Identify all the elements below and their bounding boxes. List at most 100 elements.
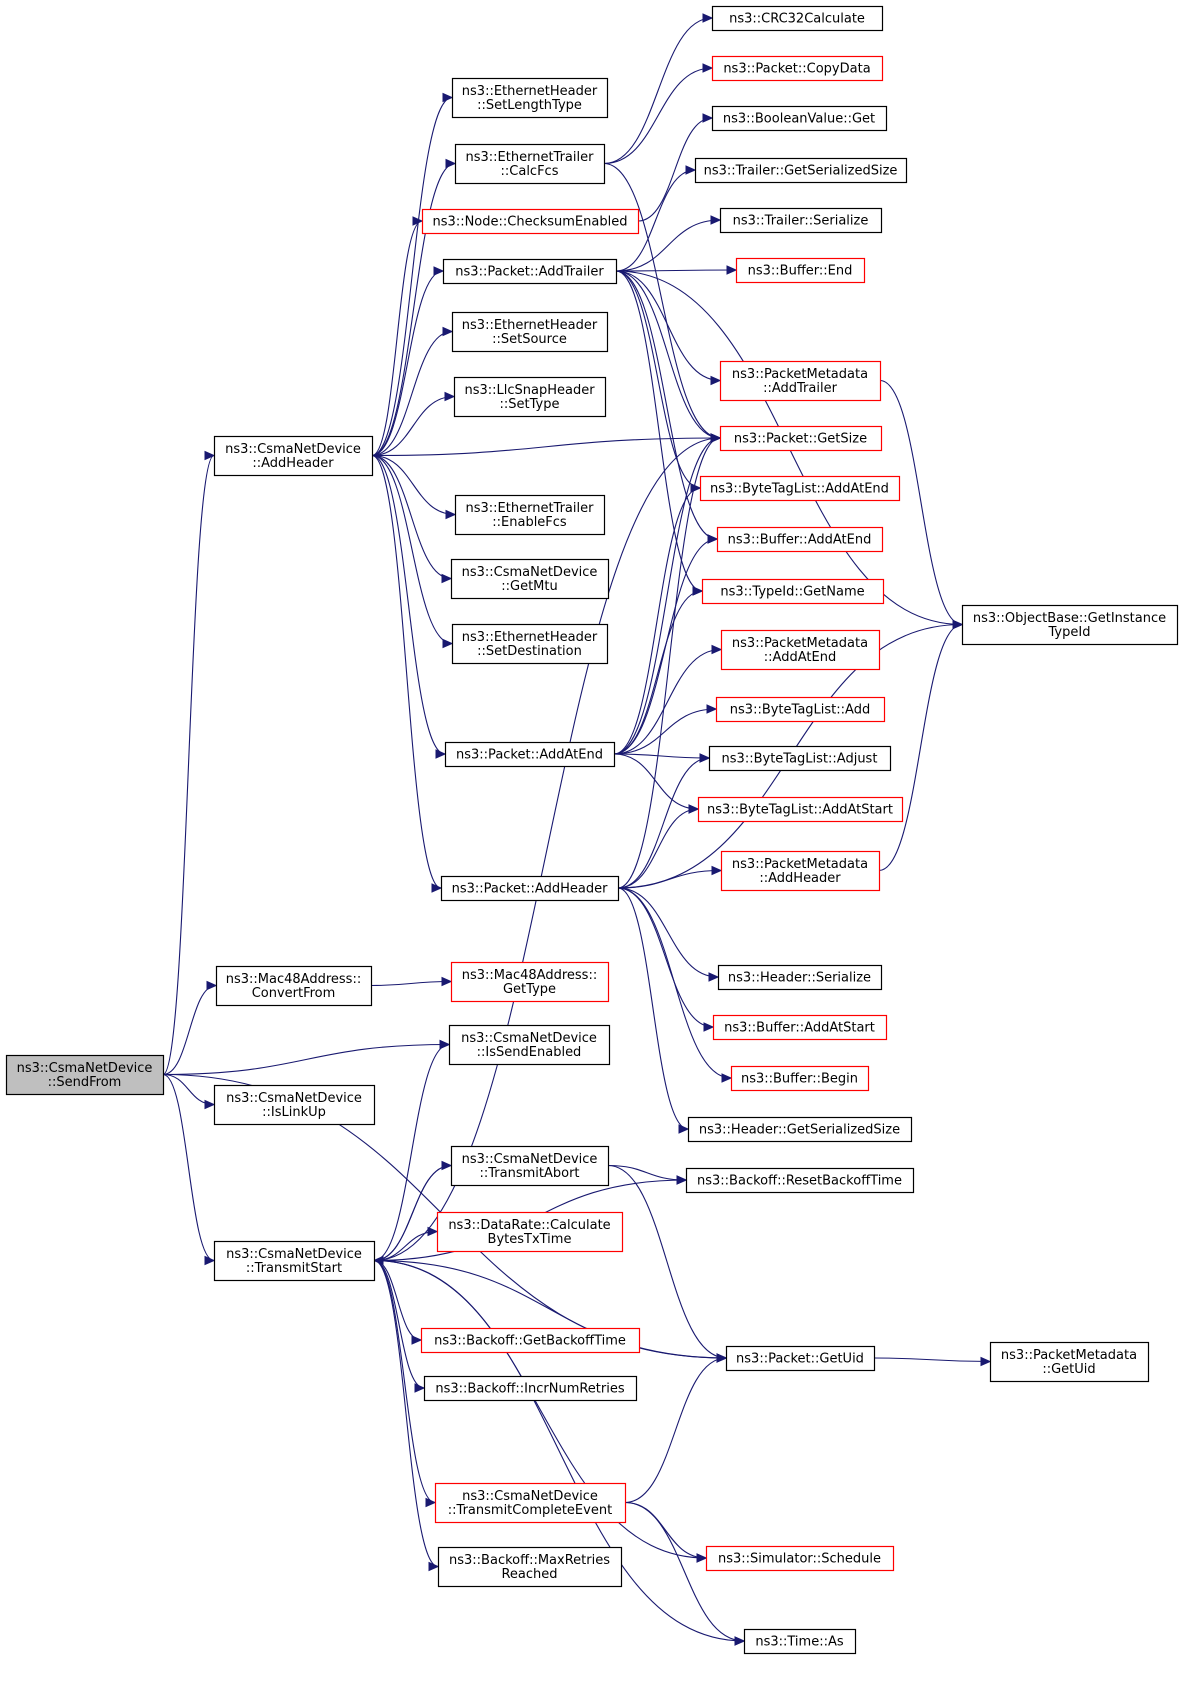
node-box bbox=[720, 850, 881, 892]
node-trailerserializedsize[interactable]: ns3::Trailer::GetSerializedSize bbox=[694, 157, 908, 184]
node-getmtu[interactable]: ns3::CsmaNetDevice::GetMtu bbox=[450, 558, 610, 600]
node-btl_addatstart[interactable]: ns3::ByteTagList::AddAtStart bbox=[697, 796, 904, 823]
node-label: ns3::Mac48Address:: bbox=[226, 972, 361, 987]
node-box bbox=[699, 475, 901, 502]
edge-line bbox=[615, 219, 721, 272]
node-label: ns3::Header::Serialize bbox=[728, 971, 871, 986]
edge-addatend-to-pm_addatend bbox=[613, 644, 723, 755]
node-btl_adjust[interactable]: ns3::ByteTagList::Adjust bbox=[708, 745, 892, 772]
node-headerserialize[interactable]: ns3::Header::Serialize bbox=[717, 964, 883, 991]
edge-line bbox=[371, 437, 721, 457]
node-convertfrom[interactable]: ns3::Mac48Address::ConvertFrom bbox=[215, 965, 373, 1007]
node-setlengthtype[interactable]: ns3::EthernetHeader::SetLengthType bbox=[451, 77, 609, 119]
node-checksumenabled[interactable]: ns3::Node::ChecksumEnabled bbox=[421, 208, 640, 235]
node-sendfrom[interactable]: ns3::CsmaNetDevice::SendFrom bbox=[5, 1054, 165, 1096]
edge-line bbox=[613, 753, 699, 810]
node-incrnumretries[interactable]: ns3::Backoff::IncrNumRetries bbox=[423, 1375, 638, 1402]
edge-addheader_nd-to-pkt_addheader bbox=[371, 454, 443, 893]
node-setdestination[interactable]: ns3::EthernetHeader::SetDestination bbox=[451, 623, 609, 665]
node-setsource[interactable]: ns3::EthernetHeader::SetSource bbox=[451, 311, 609, 353]
node-bufferbegin[interactable]: ns3::Buffer::Begin bbox=[730, 1065, 870, 1092]
node-box bbox=[213, 435, 374, 477]
node-islinkup[interactable]: ns3::CsmaNetDevice::IsLinkUp bbox=[213, 1084, 376, 1126]
node-btl_add[interactable]: ns3::ByteTagList::Add bbox=[715, 696, 886, 723]
edge-arrowhead bbox=[428, 1561, 440, 1572]
node-bufferend[interactable]: ns3::Buffer::End bbox=[735, 257, 866, 284]
node-label: BytesTxTime bbox=[488, 1232, 572, 1247]
edge-addheader_nd-to-addatend bbox=[371, 454, 447, 759]
node-label: ::SendFrom bbox=[48, 1075, 122, 1090]
node-label: ns3::Trailer::GetSerializedSize bbox=[704, 164, 898, 179]
edge-arrowhead bbox=[412, 216, 424, 226]
edge-transmitabort-to-transmitstart bbox=[372, 1164, 452, 1266]
node-booleanget[interactable]: ns3::BooleanValue::Get bbox=[711, 105, 888, 132]
node-timeas[interactable]: ns3::Time::As bbox=[743, 1628, 857, 1655]
edge-arrowhead bbox=[442, 92, 454, 103]
edge-line bbox=[373, 1259, 745, 1642]
node-resetbackoff[interactable]: ns3::Backoff::ResetBackoffTime bbox=[685, 1167, 915, 1194]
edge-line bbox=[624, 1501, 707, 1559]
edge-arrowhead bbox=[696, 1553, 708, 1563]
node-transmitabort[interactable]: ns3::CsmaNetDevice::TransmitAbort bbox=[450, 1145, 610, 1187]
node-label: ns3::PacketMetadata bbox=[732, 857, 868, 872]
node-box bbox=[701, 578, 885, 605]
node-addatend[interactable]: ns3::Packet::AddAtEnd bbox=[444, 741, 616, 768]
node-box bbox=[451, 311, 609, 353]
node-label: ::TransmitCompleteEvent bbox=[448, 1503, 612, 1518]
node-layer: ns3::CsmaNetDevice::SendFromns3::CsmaNet… bbox=[5, 5, 1179, 1655]
node-pkt_addheader[interactable]: ns3::Packet::AddHeader bbox=[440, 875, 620, 902]
node-label: ns3::Buffer::AddAtEnd bbox=[728, 533, 872, 548]
edge-pkt_addheader-to-bufferbegin bbox=[617, 887, 733, 1083]
edge-arrowhead bbox=[676, 1175, 688, 1185]
node-box bbox=[719, 360, 882, 402]
edge-transmitstart-to-issendenabled bbox=[373, 1039, 451, 1262]
edge-line bbox=[373, 1259, 727, 1359]
node-label: ns3::Buffer::AddAtStart bbox=[724, 1021, 875, 1036]
edge-arrowhead bbox=[710, 215, 722, 225]
edge-arrowhead bbox=[726, 265, 738, 275]
node-issendenabled[interactable]: ns3::CsmaNetDevice::IsSendEnabled bbox=[448, 1024, 611, 1066]
node-box bbox=[719, 207, 883, 234]
node-getsize[interactable]: ns3::Packet::GetSize bbox=[719, 425, 883, 452]
node-box bbox=[687, 1116, 913, 1143]
edge-line bbox=[617, 808, 699, 889]
node-getuid[interactable]: ns3::Packet::GetUid bbox=[725, 1345, 876, 1372]
node-trailerserialize[interactable]: ns3::Trailer::Serialize bbox=[719, 207, 883, 234]
edge-arrowhead bbox=[435, 749, 447, 759]
node-pm_addheader[interactable]: ns3::PacketMetadata::AddHeader bbox=[720, 850, 881, 892]
node-settype[interactable]: ns3::LlcSnapHeader::SetType bbox=[453, 376, 607, 418]
node-schedule[interactable]: ns3::Simulator::Schedule bbox=[705, 1545, 895, 1572]
node-addtrailer[interactable]: ns3::Packet::AddTrailer bbox=[442, 258, 618, 285]
node-btl_addatend[interactable]: ns3::ByteTagList::AddAtEnd bbox=[699, 475, 901, 502]
node-pm_addatend[interactable]: ns3::PacketMetadata::AddAtEnd bbox=[720, 629, 881, 671]
node-transmitcomplete[interactable]: ns3::CsmaNetDevice::TransmitCompleteEven… bbox=[434, 1482, 627, 1524]
edge-sendfrom-to-transmitstart bbox=[162, 1073, 216, 1266]
node-getbackofftime[interactable]: ns3::Backoff::GetBackoffTime bbox=[420, 1327, 641, 1354]
node-label: ns3::Trailer::Serialize bbox=[733, 214, 869, 229]
node-buf_addatstart[interactable]: ns3::Buffer::AddAtStart bbox=[712, 1014, 888, 1041]
node-pm_addtrailer[interactable]: ns3::PacketMetadata::AddTrailer bbox=[719, 360, 882, 402]
node-buf_addatend[interactable]: ns3::Buffer::AddAtEnd bbox=[716, 526, 884, 553]
node-copydata[interactable]: ns3::Packet::CopyData bbox=[711, 55, 884, 82]
edge-arrowhead bbox=[702, 113, 714, 123]
node-addheader_nd[interactable]: ns3::CsmaNetDevice::AddHeader bbox=[213, 435, 374, 477]
node-gettype[interactable]: ns3::Mac48Address::GetType bbox=[450, 961, 610, 1003]
edge-addtrailer-to-getname bbox=[615, 270, 704, 596]
node-label: ns3::ObjectBase::GetInstance bbox=[973, 611, 1166, 626]
edge-line bbox=[615, 270, 718, 540]
node-enablefcs[interactable]: ns3::EthernetTrailer::EnableFcs bbox=[454, 494, 606, 536]
node-transmitstart[interactable]: ns3::CsmaNetDevice::TransmitStart bbox=[213, 1240, 376, 1282]
node-crc32[interactable]: ns3::CRC32Calculate bbox=[711, 5, 884, 32]
edge-line bbox=[617, 437, 721, 889]
node-headerserializedsize[interactable]: ns3::Header::GetSerializedSize bbox=[687, 1116, 913, 1143]
node-calcfcs[interactable]: ns3::EthernetTrailer::CalcFcs bbox=[454, 143, 606, 185]
node-label: ns3::Packet::CopyData bbox=[723, 62, 870, 77]
node-getname[interactable]: ns3::TypeId::GetName bbox=[701, 578, 885, 605]
node-pm_getuid[interactable]: ns3::PacketMetadata::GetUid bbox=[989, 1341, 1150, 1383]
edge-line bbox=[371, 454, 442, 889]
node-box bbox=[719, 425, 883, 452]
node-label: ns3::EthernetHeader bbox=[462, 84, 598, 99]
